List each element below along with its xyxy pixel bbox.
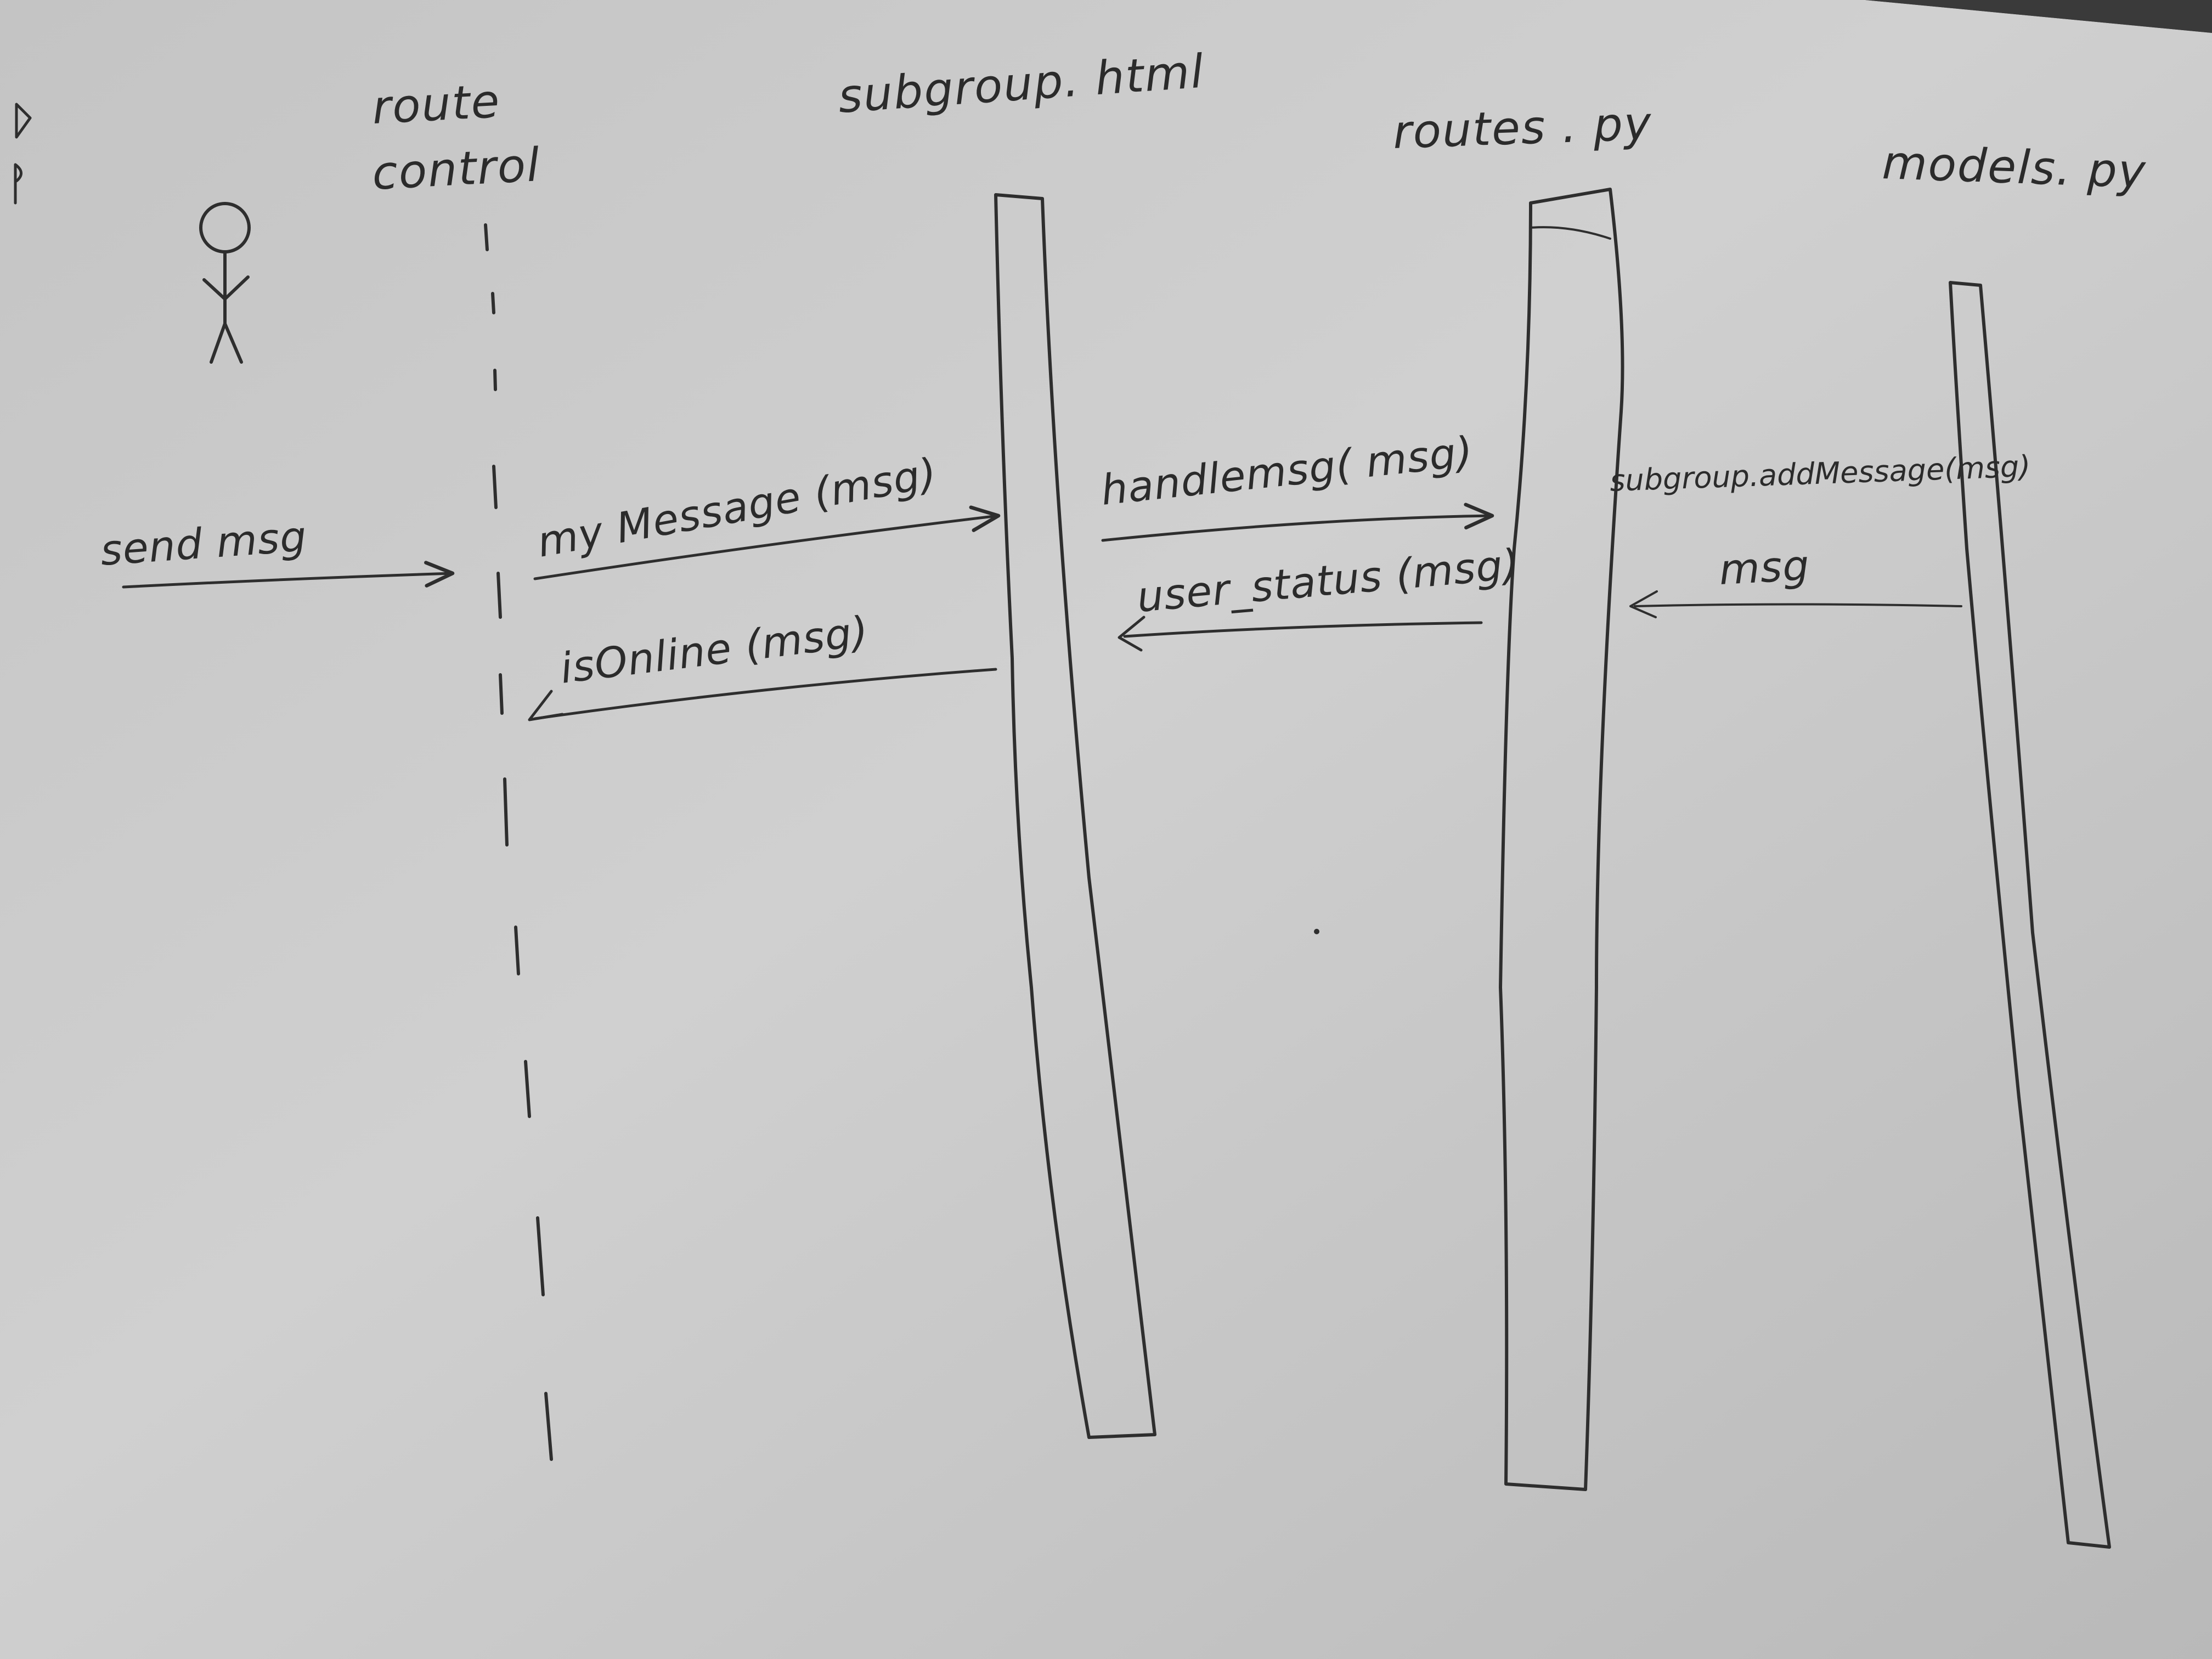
pencil-speck [1314, 929, 1319, 934]
activation-bar-routes-py [1499, 188, 1624, 1491]
activation-bar-subgroup-html [994, 193, 1156, 1439]
lifeline-label-route: route [371, 74, 502, 134]
activation-bar-routes-py-top [1530, 226, 1611, 240]
lifeline-label-routes-py: routes . py [1392, 97, 1653, 159]
message-return-msg: msg [1629, 540, 1962, 618]
activation-bar-models-py [1949, 281, 2111, 1549]
lifeline-label-control: control [371, 138, 542, 200]
dark-background-corner [1865, 0, 2212, 33]
lifeline-label-models-py: models. py [1881, 136, 2147, 199]
lifeline-header-route-control: route control [371, 74, 542, 200]
margin-mark [15, 103, 32, 139]
stick-figure-icon [199, 202, 251, 364]
lifeline-route-control [484, 223, 553, 1461]
message-label: msg [1718, 540, 1810, 594]
margin-mark [14, 163, 22, 205]
